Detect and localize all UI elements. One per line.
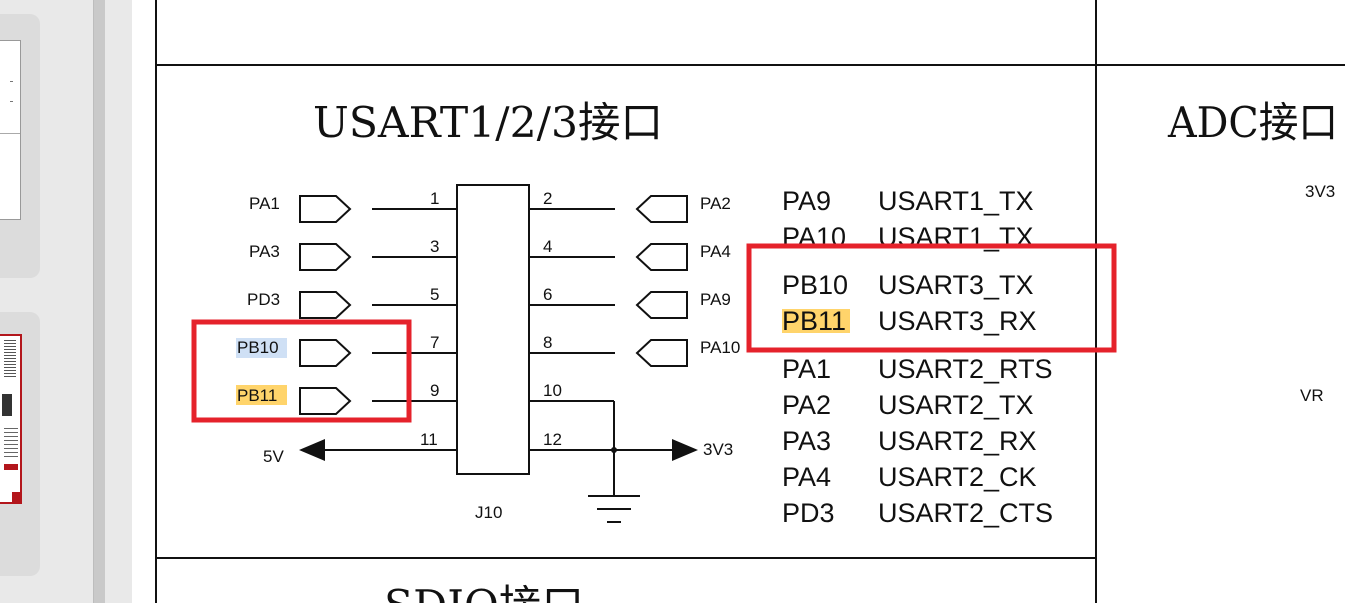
right-pin-number: 2 [543,189,552,208]
left-pin-5 [299,291,457,319]
table-function: USART3_RX [878,306,1037,336]
text-yellow-highlight [782,309,850,333]
left-pin-1 [299,195,457,223]
right-pin-6 [529,291,688,319]
adc-supply-label: 3V3 [1305,182,1335,201]
table-function: USART3_TX [878,270,1034,300]
table-pin: PD3 [782,498,835,528]
power-arrow-5v [299,439,325,461]
left-pin-7 [299,339,457,367]
left-pin-number: 9 [430,381,439,400]
text-yellow-highlight [236,385,287,405]
table-pin: PB10 [782,270,848,300]
adc-pot-label: VR [1300,386,1324,405]
table-function: USART2_RTS [878,354,1053,384]
document-page: USART1/2/3接口 ADC接口 SDIO接口 J10 1 PA1 3 PA… [133,0,1345,608]
connector-body [456,184,530,475]
left-pin-number: 3 [430,237,439,256]
schematic: USART1/2/3接口 ADC接口 SDIO接口 J10 1 PA1 3 PA… [155,0,1345,608]
table-pin: PA2 [782,390,831,420]
right-pin-number: 6 [543,285,552,304]
right-net-label: PA4 [700,242,731,261]
left-pin-9 [299,387,457,415]
left-pin-number: 1 [430,189,439,208]
thumbnail-card[interactable] [0,14,40,278]
annotation-box-left [191,319,412,423]
table-pin: PA3 [782,426,831,456]
sdio-section-title: SDIO接口 [384,581,584,603]
text-selection-highlight [236,338,287,358]
right-net-label: PA2 [700,194,731,213]
table-pin: PA4 [782,462,831,492]
page-thumbnail[interactable] [0,40,21,220]
table-pin: PA9 [782,186,831,216]
right-pin-8 [529,339,688,367]
schematic-frame [155,0,1345,603]
adc-section-title: ADC接口 [1167,98,1338,147]
thumbnail-sidebar [0,0,132,603]
power-label-5v: 5V [263,447,284,466]
pin-function-table: PA9 USART1_TX PA10 USART1_TX PB10 USART3… [782,186,1053,528]
table-pin: PB11 [782,306,846,336]
page-thumbnail-selected[interactable] [0,334,22,504]
right-pin-2 [529,195,688,223]
table-function: USART2_CTS [878,498,1053,528]
left-net-label: PB11 [237,386,277,405]
thumbnail-card-selected[interactable] [0,312,40,576]
right-pin-number: 8 [543,333,552,352]
right-pin-10-ground [529,400,640,523]
left-pin-number: 5 [430,285,439,304]
left-net-label: PA1 [249,194,280,213]
table-function: USART2_CK [878,462,1037,492]
right-net-label: PA10 [700,338,740,357]
right-pin-number: 12 [543,430,562,449]
left-net-label: PD3 [247,290,280,309]
sidebar-scrollbar[interactable] [93,0,105,603]
right-pin-number: 10 [543,381,562,400]
table-function: USART1_TX [878,186,1034,216]
power-arrow-3v3 [672,439,698,461]
annotation-box-right [746,243,1117,353]
table-function: USART2_TX [878,390,1034,420]
right-net-label: PA9 [700,290,731,309]
right-pin-number: 4 [543,237,552,256]
left-net-label: PB10 [237,338,279,357]
right-pin-4 [529,243,688,271]
power-label-3v3: 3V3 [703,440,733,459]
left-pin-number: 7 [430,333,439,352]
left-net-label: PA3 [249,242,280,261]
connector-ref: J10 [475,503,502,522]
left-pin-number: 11 [420,430,438,449]
table-function: USART2_RX [878,426,1037,456]
usart-section-title: USART1/2/3接口 [313,98,663,147]
table-pin: PA1 [782,354,831,384]
left-pin-3 [299,243,457,271]
